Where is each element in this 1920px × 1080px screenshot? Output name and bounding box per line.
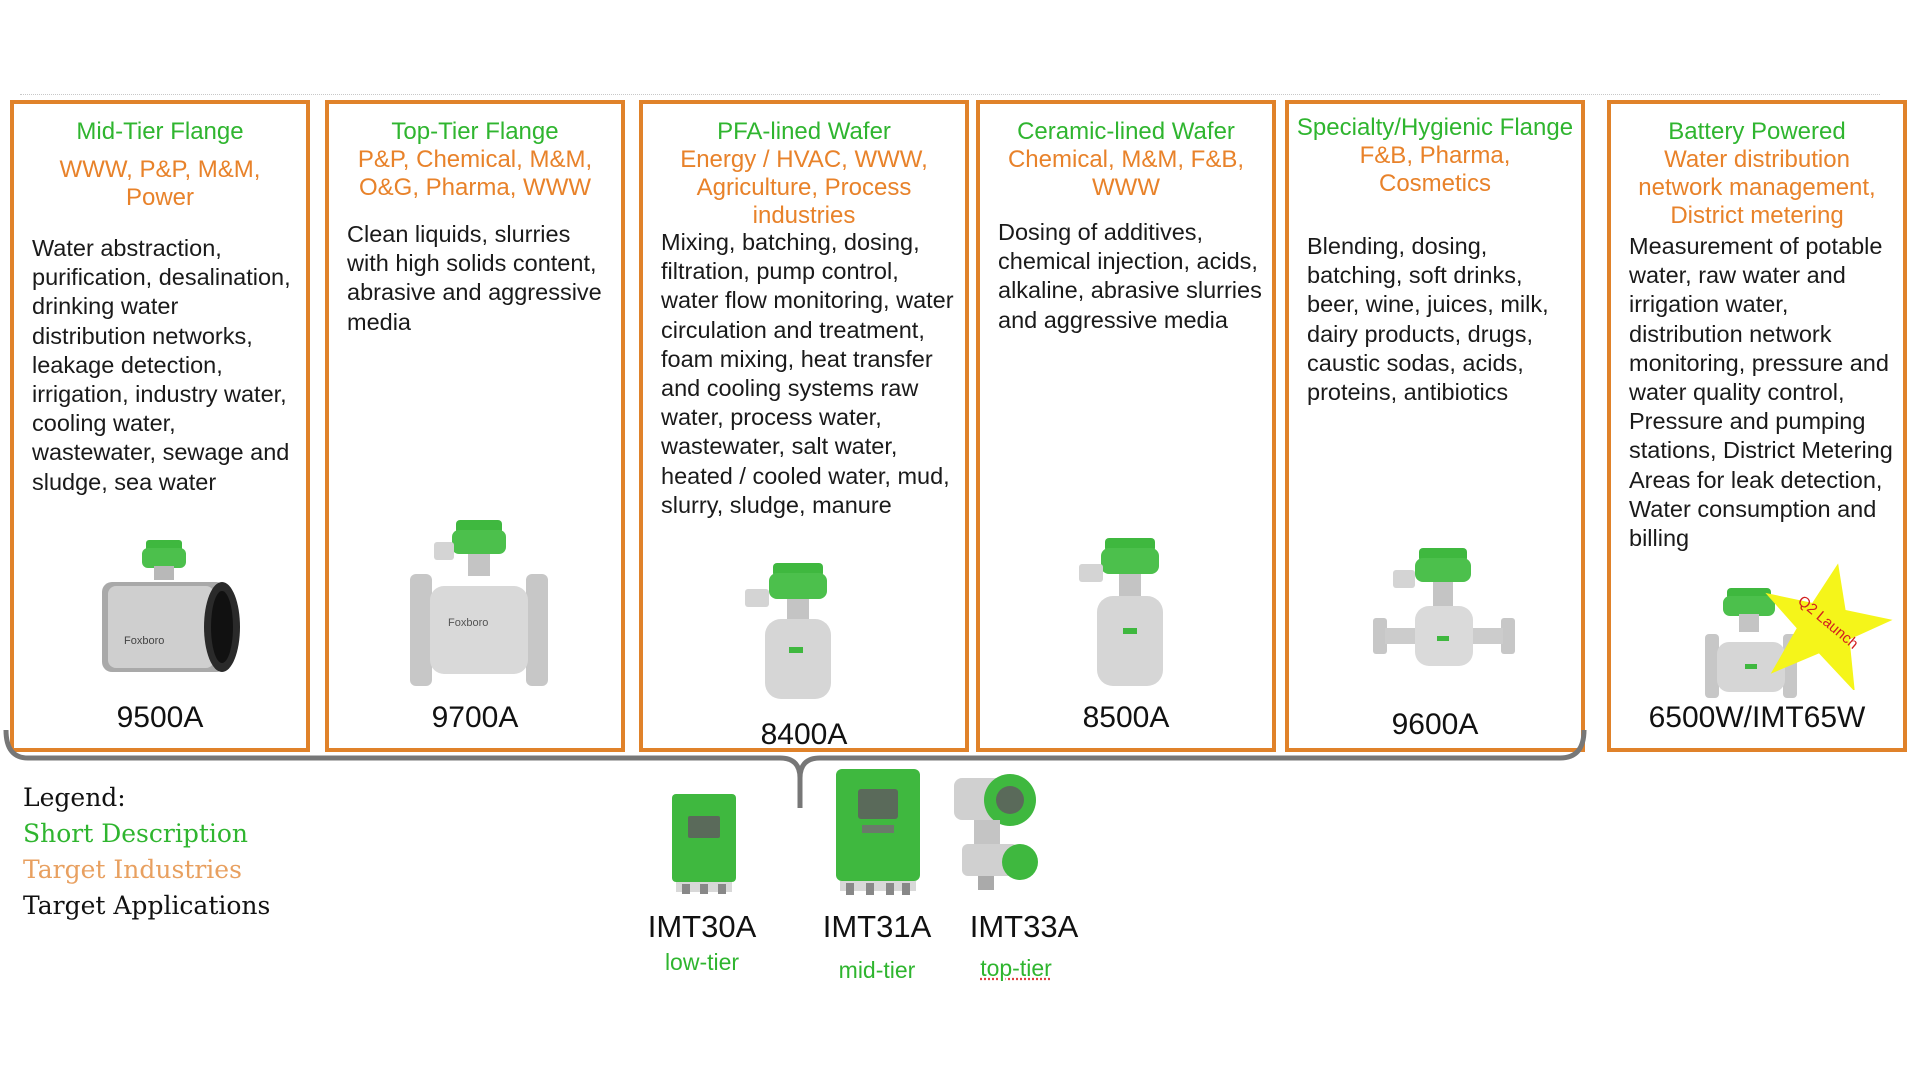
card-industries: WWW, P&P, M&M, Power xyxy=(59,156,261,211)
card-industries: Energy / HVAC, WWW, Agriculture, Process… xyxy=(680,146,928,229)
transmitter-tier-mid: mid-tier xyxy=(838,957,916,983)
card-battery-powered: Battery Powered Water distribution netwo… xyxy=(1607,100,1907,752)
transmitter-model-imt30a: IMT30A xyxy=(647,909,757,944)
card-applications: Water abstraction, purification, desalin… xyxy=(32,235,291,495)
card-applications: Clean liquids, slurries with high solids… xyxy=(347,221,602,335)
transmitter-imt33a-image xyxy=(954,774,1038,890)
transmitter-model-imt31a: IMT31A xyxy=(822,909,932,944)
transmitter-tier-low: low-tier xyxy=(664,949,740,975)
flowmeter-9700a-image: Foxboro xyxy=(410,520,548,686)
card-pfa-lined-wafer: PFA-lined Wafer Energy / HVAC, WWW, Agri… xyxy=(639,100,969,752)
card-top-tier-flange: Top-Tier Flange P&P, Chemical, M&M, O&G,… xyxy=(325,100,625,752)
card-title: PFA-lined Wafer xyxy=(717,118,891,145)
card-model: 6500W/IMT65W xyxy=(1648,701,1866,734)
card-title: Specialty/Hygienic Flange xyxy=(1296,114,1574,141)
transmitter-tier-top: top-tier xyxy=(980,955,1052,981)
svg-text:Foxboro: Foxboro xyxy=(448,617,488,629)
flowmeter-8400a-image xyxy=(745,563,831,699)
card-model: 9600A xyxy=(1391,708,1479,741)
transmitter-bracket xyxy=(3,729,1587,808)
top-guide-line xyxy=(20,94,1880,95)
card-industries: F&B, Pharma, Cosmetics xyxy=(1359,142,1511,197)
legend-target-industries: Target Industries xyxy=(23,855,242,884)
card-model: 9500A xyxy=(116,701,204,734)
transmitter-imt30a-image xyxy=(672,794,736,894)
card-ceramic-lined-wafer: Ceramic-lined Wafer Chemical, M&M, F&B, … xyxy=(976,100,1276,752)
card-model: 9700A xyxy=(431,701,519,734)
q2-launch-star-badge: Q2 Launch xyxy=(1765,563,1893,690)
legend-short-description: Short Description xyxy=(23,819,249,848)
flowmeter-9600a-image xyxy=(1373,548,1515,666)
card-industries: P&P, Chemical, M&M, O&G, Pharma, WWW xyxy=(357,146,593,201)
card-model: 8400A xyxy=(760,718,848,751)
card-title: Top-Tier Flange xyxy=(391,118,559,145)
svg-text:Foxboro: Foxboro xyxy=(124,635,164,647)
card-title: Mid-Tier Flange xyxy=(76,118,244,145)
flowmeter-9500a-image: Foxboro xyxy=(102,540,240,672)
card-applications: Measurement of potable water, raw water … xyxy=(1629,233,1893,552)
card-industries: Chemical, M&M, F&B, WWW xyxy=(1007,146,1245,201)
card-applications: Mixing, batching, dosing, filtration, pu… xyxy=(661,229,954,518)
transmitter-model-imt33a: IMT33A xyxy=(969,909,1079,944)
card-title: Ceramic-lined Wafer xyxy=(1017,118,1235,145)
transmitter-imt31a-image xyxy=(836,769,920,895)
card-mid-tier-flange: Mid-Tier Flange WWW, P&P, M&M, Power Wat… xyxy=(10,100,310,752)
card-applications: Dosing of additives, chemical injection,… xyxy=(998,219,1262,333)
card-applications: Blending, dosing, batching, soft drinks,… xyxy=(1307,233,1549,406)
flowmeter-8500a-image xyxy=(1079,538,1163,686)
card-model: 8500A xyxy=(1082,701,1170,734)
flowmeter-6500w-image xyxy=(1705,588,1797,698)
card-title: Battery Powered xyxy=(1668,118,1846,145)
card-specialty-hygienic-flange: Specialty/Hygienic Flange F&B, Pharma, C… xyxy=(1285,100,1585,752)
card-industries: Water distribution network management, D… xyxy=(1638,146,1876,229)
legend-title: Legend: xyxy=(23,783,126,812)
legend-target-applications: Target Applications xyxy=(23,891,271,920)
